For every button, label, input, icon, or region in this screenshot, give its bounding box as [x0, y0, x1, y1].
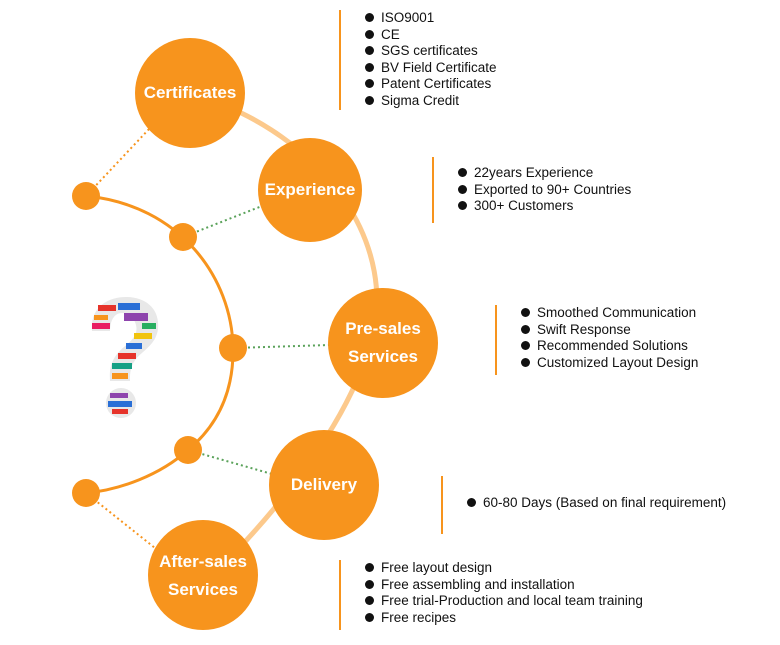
- list-item: Sigma Credit: [365, 93, 497, 110]
- label-pre-sales-line-1: Pre-sales: [345, 319, 421, 338]
- bullet-icon: [365, 29, 374, 39]
- list-item: Free recipes: [365, 610, 643, 627]
- bullet-icon: [365, 579, 374, 589]
- list-item-text: Free recipes: [381, 609, 457, 625]
- info-delivery: 60-80 Days (Based on final requirement): [441, 476, 726, 534]
- list-after-sales: Free layout design Free assembling and i…: [365, 560, 643, 626]
- bullet-icon: [365, 95, 374, 105]
- bullet-icon: [521, 308, 530, 317]
- list-item-text: Exported to 90+ Countries: [474, 181, 632, 197]
- connector-certificates: [85, 127, 151, 197]
- bullet-icon: [521, 357, 530, 367]
- bullet-icon: [365, 612, 374, 622]
- list-certificates: ISO9001 CE SGS certificates BV Field Cer…: [365, 10, 497, 110]
- label-experience-line-1: Experience: [264, 180, 356, 199]
- list-delivery: 60-80 Days (Based on final requirement): [467, 476, 726, 512]
- list-item-text: Customized Layout Design: [537, 354, 699, 370]
- list-pre-sales: Smoothed Communication Swift Response Re…: [521, 305, 698, 371]
- circle-delivery: [269, 430, 379, 540]
- info-pre-sales: Smoothed Communication Swift Response Re…: [495, 305, 698, 375]
- list-item-text: ISO9001: [381, 10, 435, 25]
- bullet-icon: [365, 563, 374, 572]
- list-item: 22years Experience: [458, 165, 631, 182]
- label-after-sales-line-2: Services: [168, 580, 238, 599]
- info-after-sales: Free layout design Free assembling and i…: [339, 560, 643, 630]
- list-item-text: Free layout design: [381, 560, 493, 575]
- bullet-icon: [458, 184, 467, 194]
- list-item-text: CE: [381, 26, 400, 42]
- circle-certificates: [135, 38, 245, 148]
- list-item-text: 22years Experience: [474, 165, 594, 180]
- label-pre-sales-line-2: Services: [348, 347, 418, 366]
- list-item-text: 60-80 Days (Based on final requirement): [483, 495, 727, 510]
- list-item: BV Field Certificate: [365, 60, 497, 77]
- list-item-text: SGS certificates: [381, 43, 478, 59]
- dot-certificates: [72, 182, 100, 210]
- bullet-icon: [365, 46, 374, 56]
- list-item: CE: [365, 27, 497, 44]
- bullet-icon: [365, 79, 374, 89]
- label-delivery: Delivery: [269, 471, 379, 499]
- list-item: Recommended Solutions: [521, 338, 698, 355]
- list-item: Smoothed Communication: [521, 305, 698, 322]
- label-certificates: Certificates: [135, 79, 245, 107]
- list-item: Customized Layout Design: [521, 355, 698, 372]
- dot-after-sales: [72, 479, 100, 507]
- list-item-text: Sigma Credit: [381, 92, 460, 108]
- label-after-sales-line-1: After-sales: [159, 552, 247, 571]
- circle-after-sales: [148, 520, 258, 630]
- list-item: 60-80 Days (Based on final requirement): [467, 495, 726, 512]
- list-item: 300+ Customers: [458, 198, 631, 215]
- list-item-text: Free trial-Production and local team tra…: [381, 593, 643, 609]
- list-item: Free layout design: [365, 560, 643, 577]
- dot-experience: [169, 223, 197, 251]
- circle-experience: [258, 138, 362, 242]
- info-certificates: ISO9001 CE SGS certificates BV Field Cer…: [339, 10, 497, 110]
- list-item: ISO9001: [365, 10, 497, 27]
- bullet-icon: [467, 498, 476, 507]
- bullet-icon: [521, 341, 530, 351]
- label-pre-sales: Pre-sales Services: [328, 315, 438, 371]
- list-item-text: Free assembling and installation: [381, 576, 575, 592]
- list-item: SGS certificates: [365, 43, 497, 60]
- bullet-icon: [458, 168, 467, 177]
- bullet-icon: [521, 324, 530, 334]
- bullet-icon: [365, 13, 374, 22]
- connector-pre-sales: [232, 344, 331, 349]
- list-item-text: BV Field Certificate: [381, 59, 497, 75]
- bullet-icon: [365, 596, 374, 606]
- list-item-text: Patent Certificates: [381, 76, 492, 92]
- list-item: Free assembling and installation: [365, 577, 643, 594]
- bullet-icon: [365, 62, 374, 72]
- label-experience: Experience: [255, 176, 365, 204]
- list-item-text: Recommended Solutions: [537, 338, 688, 354]
- list-item: Swift Response: [521, 322, 698, 339]
- bullet-icon: [458, 201, 467, 211]
- list-item-text: Swift Response: [537, 321, 631, 337]
- question-mark-word-cloud-icon: [91, 297, 159, 418]
- label-after-sales: After-sales Services: [143, 548, 263, 604]
- list-item: Patent Certificates: [365, 76, 497, 93]
- list-item-text: 300+ Customers: [474, 198, 574, 214]
- list-item: Exported to 90+ Countries: [458, 182, 631, 199]
- list-item: Free trial-Production and local team tra…: [365, 593, 643, 610]
- info-experience: 22years Experience Exported to 90+ Count…: [432, 157, 631, 223]
- label-certificates-line-1: Certificates: [143, 83, 237, 102]
- list-item-text: Smoothed Communication: [537, 305, 697, 320]
- circle-pre-sales: [328, 288, 438, 398]
- label-delivery-line-1: Delivery: [290, 475, 358, 494]
- dot-delivery: [174, 436, 202, 464]
- list-experience: 22years Experience Exported to 90+ Count…: [458, 165, 631, 215]
- connector-experience: [182, 205, 263, 238]
- dot-pre-sales: [219, 334, 247, 362]
